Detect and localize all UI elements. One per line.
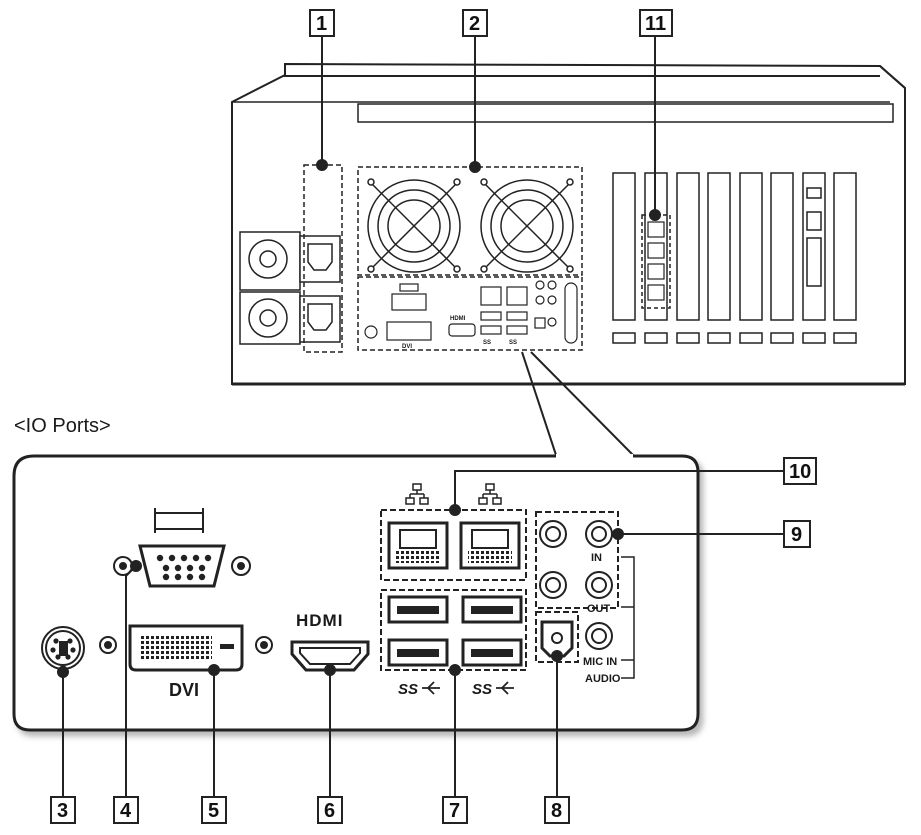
lan-card-ports xyxy=(641,214,671,309)
callout-3: 3 xyxy=(57,800,68,822)
mic-in-label: MIC IN xyxy=(583,656,617,668)
usb-icon xyxy=(496,681,514,695)
network-icon xyxy=(405,483,429,505)
hdmi-logo: HDMI xyxy=(296,611,343,630)
audio-label: AUDIO xyxy=(585,673,621,685)
network-icon xyxy=(478,483,502,505)
dvi-port xyxy=(99,624,273,672)
usb-logo-left: SS xyxy=(398,681,418,698)
callout-5: 5 xyxy=(208,800,219,822)
callout-6: 6 xyxy=(324,800,335,822)
mini-io-panel xyxy=(357,276,583,351)
hdmi-port xyxy=(290,640,370,672)
usb-logo-right: SS xyxy=(472,681,492,698)
mini-hdmi-label: HDMI xyxy=(450,316,466,322)
callout-9: 9 xyxy=(791,524,802,546)
callout-boxes xyxy=(50,9,817,824)
power-supply-left xyxy=(239,231,341,345)
callout-8: 8 xyxy=(551,800,562,822)
callout-2: 2 xyxy=(469,13,480,35)
mini-ss2-label: SS xyxy=(509,340,517,346)
callout-1: 1 xyxy=(316,13,327,35)
dvi-label: DVI xyxy=(169,680,199,700)
audio-in-label: IN xyxy=(591,552,602,564)
callout-10: 10 xyxy=(789,461,811,483)
audio-bracket xyxy=(621,556,635,679)
callout-11: 11 xyxy=(645,13,666,35)
callout-lines xyxy=(57,35,784,797)
audio-jacks xyxy=(535,511,619,650)
audio-out-label: OUT xyxy=(587,603,611,615)
callout-4: 4 xyxy=(120,800,132,822)
usb-ports xyxy=(380,589,527,671)
callout-7: 7 xyxy=(449,800,460,822)
usb-icon xyxy=(422,681,440,695)
zoom-lines xyxy=(521,351,634,456)
mini-dvi-label: DVI xyxy=(402,344,412,350)
vga-port xyxy=(113,508,251,588)
fans xyxy=(357,166,583,276)
expansion-slots xyxy=(612,172,857,344)
mini-ss1-label: SS xyxy=(483,340,491,346)
section-title: <IO Ports> xyxy=(14,415,111,437)
